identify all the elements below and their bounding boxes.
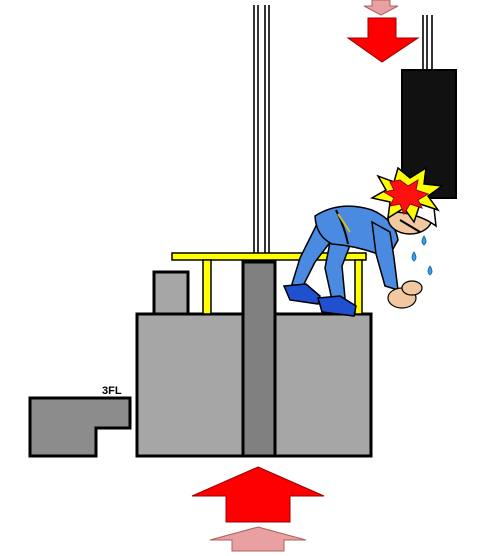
elevator-car-left <box>135 312 245 458</box>
center-shaft <box>241 260 277 458</box>
down-arrow-icon <box>346 17 420 63</box>
impact-burst-icon <box>369 166 445 224</box>
car-top-box <box>152 270 190 316</box>
floor-label: 3FL <box>102 385 122 397</box>
down-arrow-icon <box>363 0 399 16</box>
car-top-railing <box>171 252 367 315</box>
hoist-ropes-center <box>253 5 270 262</box>
elevator-car-right <box>273 312 373 458</box>
up-arrow-icon <box>191 466 325 523</box>
landing-floor-3fl <box>28 396 132 458</box>
sweat-drops <box>411 235 433 276</box>
up-arrow-icon <box>209 526 307 552</box>
counterweight-ropes <box>422 15 433 72</box>
worker-shoe <box>282 283 321 305</box>
worker-shoe <box>317 295 357 317</box>
